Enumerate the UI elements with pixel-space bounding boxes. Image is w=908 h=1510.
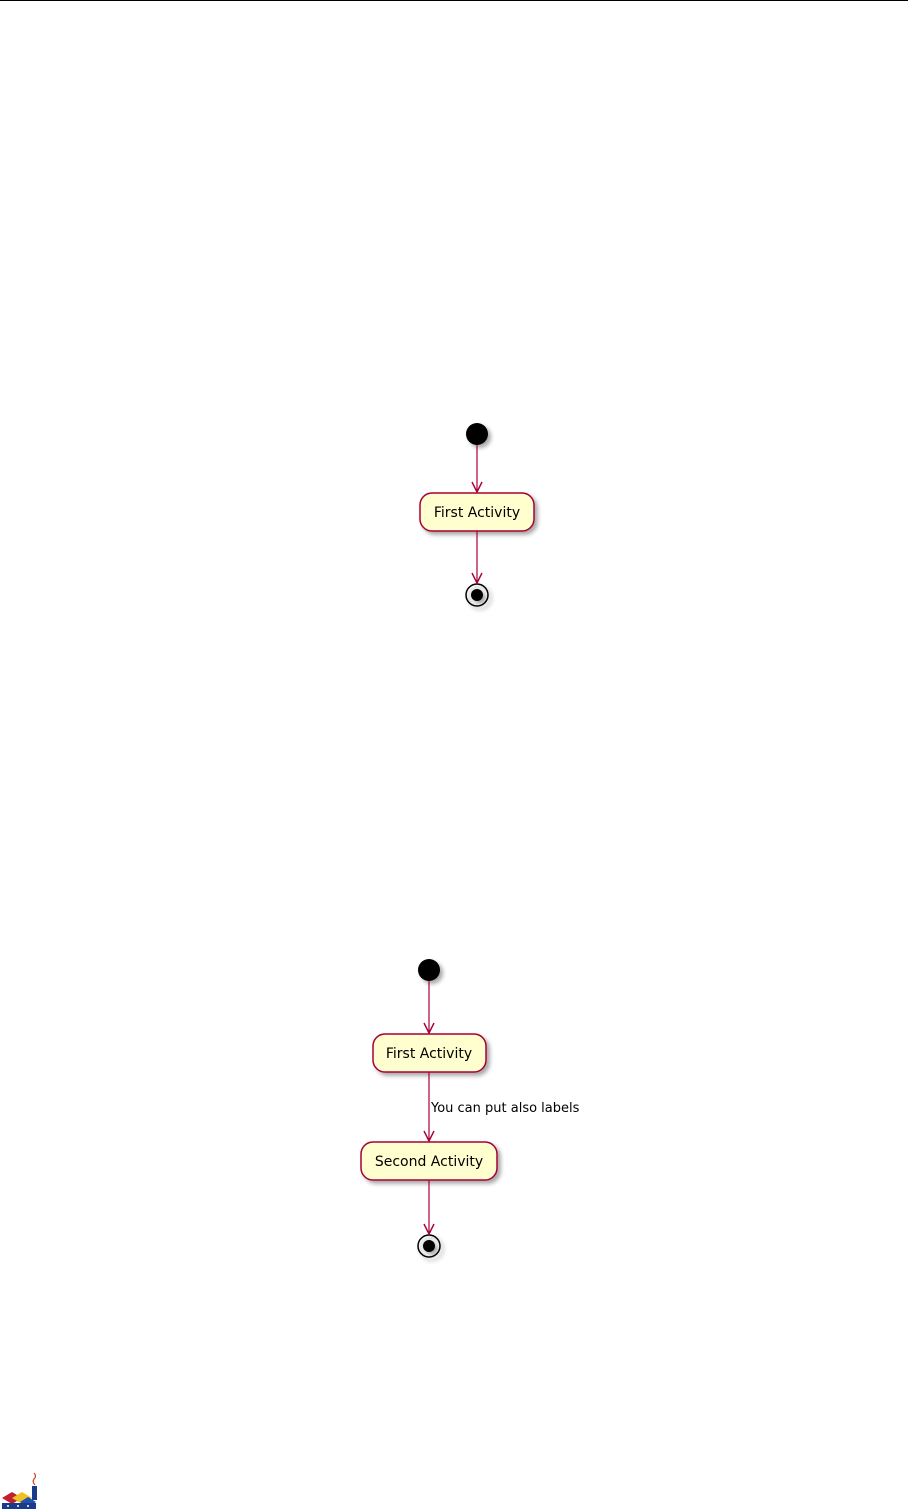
diagram-2: First Activity Second Activity You can p… bbox=[360, 959, 580, 1258]
end-node bbox=[417, 1234, 441, 1258]
activity-label: First Activity bbox=[434, 505, 520, 521]
start-node bbox=[466, 423, 488, 445]
end-node bbox=[465, 583, 489, 607]
edge-activity-to-end bbox=[471, 531, 483, 585]
activity-label: Second Activity bbox=[375, 1154, 483, 1170]
edge-label: You can put also labels bbox=[430, 1101, 580, 1116]
diagram-1: First Activity bbox=[419, 423, 535, 607]
plantuml-logo-icon bbox=[2, 1472, 37, 1509]
edge-first-to-second bbox=[423, 1072, 435, 1143]
activity-label: First Activity bbox=[386, 1046, 472, 1062]
edge-second-to-end bbox=[423, 1180, 435, 1236]
page-top-rule bbox=[0, 0, 908, 1]
edge-start-to-activity bbox=[471, 445, 483, 494]
edge-start-to-first bbox=[423, 981, 435, 1035]
start-node bbox=[418, 959, 440, 981]
